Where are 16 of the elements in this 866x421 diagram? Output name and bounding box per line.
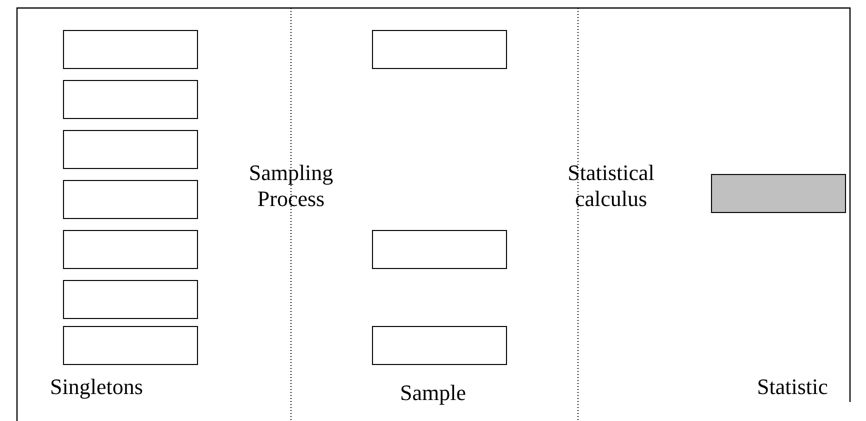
empty-box — [711, 174, 846, 213]
empty-box — [63, 130, 198, 169]
empty-box — [63, 230, 198, 269]
empty-box — [63, 180, 198, 219]
empty-box — [63, 80, 198, 119]
empty-box — [63, 326, 198, 365]
column-label: Statistic — [757, 374, 829, 400]
empty-box — [372, 230, 507, 269]
column-label: Sample — [400, 380, 467, 406]
empty-box — [372, 30, 507, 69]
column-label: Statistical calculus — [566, 160, 656, 212]
empty-box — [63, 30, 198, 69]
column-label: Sampling Process — [248, 160, 334, 212]
column-label: Singletons — [50, 374, 144, 400]
empty-box — [372, 326, 507, 365]
empty-box — [63, 280, 198, 319]
